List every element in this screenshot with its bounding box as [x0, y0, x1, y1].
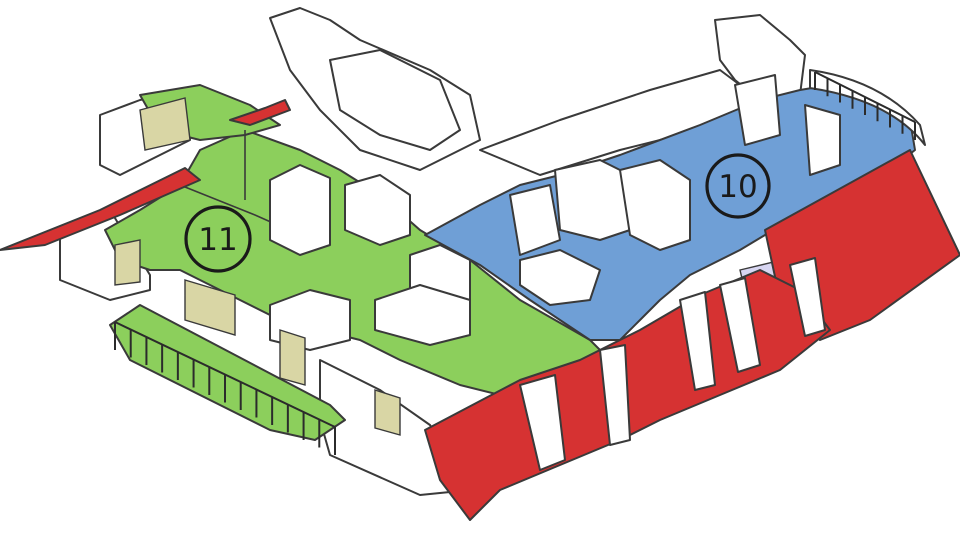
roof-left [0, 167, 201, 251]
unit-11-partition [269, 164, 331, 256]
unit-10-partition [554, 159, 631, 241]
unit-number: 11 [198, 222, 237, 258]
unit-11-wall-face [374, 389, 401, 436]
unit-11-balcony [109, 304, 346, 455]
unit-label-circle [184, 205, 252, 273]
unit-11-wall-face [279, 329, 306, 386]
unit-10-area [424, 69, 926, 361]
unit-11-partition [374, 284, 471, 346]
unit-10-partition [509, 184, 561, 256]
roof-dormer [519, 374, 566, 471]
roof-dormer [789, 257, 826, 337]
unit-10-partition [619, 159, 691, 251]
roof-dormer [679, 291, 716, 391]
balcony-floor [109, 304, 346, 441]
unit-11-wall-face [184, 279, 236, 336]
unit-10-partition [519, 249, 601, 306]
unit-label-circle [705, 153, 771, 219]
unit-11-wall-face [139, 97, 191, 151]
unit-number: 10 [718, 169, 757, 205]
roof-dormer [599, 344, 631, 446]
unit-10-curved-railing [809, 69, 926, 146]
unit-11-partition [344, 174, 411, 246]
roof-planes [0, 99, 960, 521]
unit-10-railing [814, 71, 916, 140]
unit-11-wall-face [114, 239, 141, 286]
roof-small [229, 99, 291, 126]
balcony-railing [114, 321, 336, 455]
unit-10-partition [804, 104, 841, 176]
unit-10-partition [734, 74, 781, 146]
unit-label-11: 11 [184, 205, 252, 273]
unit-label-10: 10 [705, 153, 771, 219]
roof-dormer [719, 277, 761, 373]
stair-block [329, 49, 461, 151]
